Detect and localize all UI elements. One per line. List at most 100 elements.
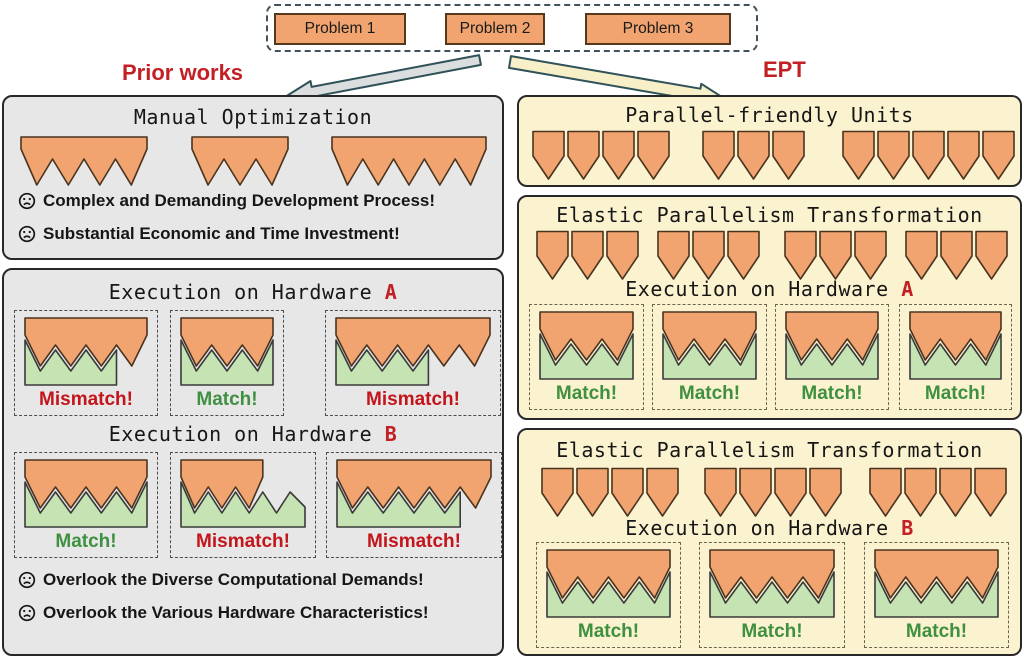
frowning-face-icon	[18, 192, 36, 210]
ept-a-exec-title: Execution on Hardware A	[519, 277, 1020, 301]
execution-cell: Match!	[899, 304, 1012, 410]
monolithic-kernel-shape	[330, 135, 488, 194]
parallel-unit-shape	[567, 130, 600, 180]
parallel-unit-shape	[739, 467, 772, 517]
green-hardware-shape	[546, 571, 671, 618]
parallel-unit-shape	[974, 467, 1007, 517]
problems-container: Problem 1 Problem 2 Problem 3	[266, 4, 758, 52]
execution-cell: Match!	[536, 542, 681, 648]
execution-a-title-text: Execution on Hardware	[108, 280, 373, 304]
execution-cell: Match!	[14, 452, 158, 558]
ept-b-units-row	[519, 466, 1020, 526]
parallel-unit-shape	[877, 130, 910, 180]
manual-combs-row	[4, 135, 502, 195]
orange-problem-shape	[539, 311, 634, 361]
unit-group	[532, 129, 670, 187]
orange-problem-shape	[24, 459, 148, 509]
comb-shape	[20, 136, 148, 186]
green-hardware-shape	[335, 339, 430, 386]
orange-problem-shape	[335, 317, 491, 367]
parallel-unit-shape	[727, 230, 760, 280]
parallel-unit-shape	[606, 230, 639, 280]
match-label: Match!	[196, 389, 258, 410]
parallel-unit-shape	[611, 467, 644, 517]
unit-group	[869, 466, 1007, 524]
parallel-unit-shape	[912, 130, 945, 180]
green-hardware-shape	[874, 571, 999, 618]
parallel-units-title: Parallel-friendly Units	[625, 103, 914, 127]
problem-box-1: Problem 1	[274, 13, 406, 45]
parallel-unit-shape	[772, 130, 805, 180]
mismatch-label: Mismatch!	[39, 389, 133, 410]
problem-box-2: Problem 2	[445, 13, 545, 45]
orange-problem-shape	[180, 317, 274, 367]
green-hardware-shape	[785, 333, 879, 380]
parallel-unit-shape	[532, 130, 565, 180]
green-hardware-shape	[909, 333, 1002, 380]
complaint-bullet: Complex and Demanding Development Proces…	[18, 191, 435, 211]
parallel-units-panel: Parallel-friendly Units	[517, 95, 1022, 187]
comb-shape	[191, 136, 289, 186]
execution-cell: Mismatch!	[170, 452, 316, 558]
parallel-unit-shape	[541, 467, 574, 517]
hardware-b-letter: B	[384, 422, 398, 446]
green-hardware-shape	[24, 481, 148, 528]
unit-group	[657, 229, 760, 287]
complaint-bullet: Overlook the Various Hardware Characteri…	[18, 603, 429, 623]
execution-cell: Match!	[529, 304, 644, 410]
orange-problem-shape	[24, 317, 148, 367]
comb-shape	[331, 136, 487, 186]
green-hardware-shape	[662, 333, 757, 380]
green-hardware-shape	[180, 339, 274, 386]
match-label: Match!	[577, 621, 640, 642]
complaint-text: Overlook the Various Hardware Characteri…	[43, 603, 429, 622]
execution-a-title: Execution on Hardware A	[4, 280, 502, 304]
parallel-unit-shape	[571, 230, 604, 280]
unit-group	[536, 229, 639, 287]
match-label: Match!	[924, 383, 987, 404]
branch-arrows	[284, 54, 726, 107]
parallel-unit-shape	[576, 467, 609, 517]
ept-a-panel: Elastic Parallelism Transformation Execu…	[517, 195, 1022, 420]
execution-b-title: Execution on Hardware B	[4, 422, 502, 446]
manual-optimization-title: Manual Optimization	[133, 105, 373, 129]
mismatch-label: Mismatch!	[196, 531, 290, 552]
problem-box-3: Problem 3	[585, 13, 731, 45]
ept-b-title: Elastic Parallelism Transformation	[556, 438, 983, 462]
parallel-unit-shape	[737, 130, 770, 180]
orange-problem-shape	[709, 549, 835, 599]
monolithic-kernel-shape	[19, 135, 149, 194]
parallel-unit-shape	[602, 130, 635, 180]
ept-a-title: Elastic Parallelism Transformation	[556, 203, 983, 227]
orange-problem-shape	[336, 459, 492, 509]
orange-problem-shape	[546, 549, 671, 599]
parallel-unit-shape	[702, 130, 735, 180]
complaint-text: Overlook the Diverse Computational Deman…	[43, 570, 424, 589]
match-label: Match!	[741, 621, 803, 642]
parallel-unit-shape	[869, 467, 902, 517]
frowning-face-icon	[18, 571, 36, 589]
unit-group	[704, 466, 842, 524]
parallel-unit-shape	[784, 230, 817, 280]
frowning-face-icon	[18, 604, 36, 622]
orange-problem-shape	[874, 549, 999, 599]
match-label: Match!	[678, 383, 741, 404]
mismatch-label: Mismatch!	[367, 531, 461, 552]
parallel-unit-shape	[939, 467, 972, 517]
parallel-units-row	[519, 129, 1020, 189]
parallel-unit-shape	[842, 130, 875, 180]
execution-cell: Match!	[170, 310, 284, 416]
complaint-text: Complex and Demanding Development Proces…	[43, 191, 436, 210]
parallel-unit-shape	[536, 230, 569, 280]
match-label: Match!	[905, 621, 968, 642]
match-label: Match!	[555, 383, 618, 404]
parallel-unit-shape	[657, 230, 690, 280]
match-label: Match!	[801, 383, 863, 404]
parallel-unit-shape	[704, 467, 737, 517]
orange-problem-shape	[180, 459, 264, 509]
green-hardware-shape	[539, 333, 634, 380]
unit-group	[702, 129, 805, 187]
ept-hardware-b-letter: B	[901, 516, 914, 540]
hardware-a-letter: A	[384, 280, 398, 304]
execution-cell: Match!	[775, 304, 889, 410]
